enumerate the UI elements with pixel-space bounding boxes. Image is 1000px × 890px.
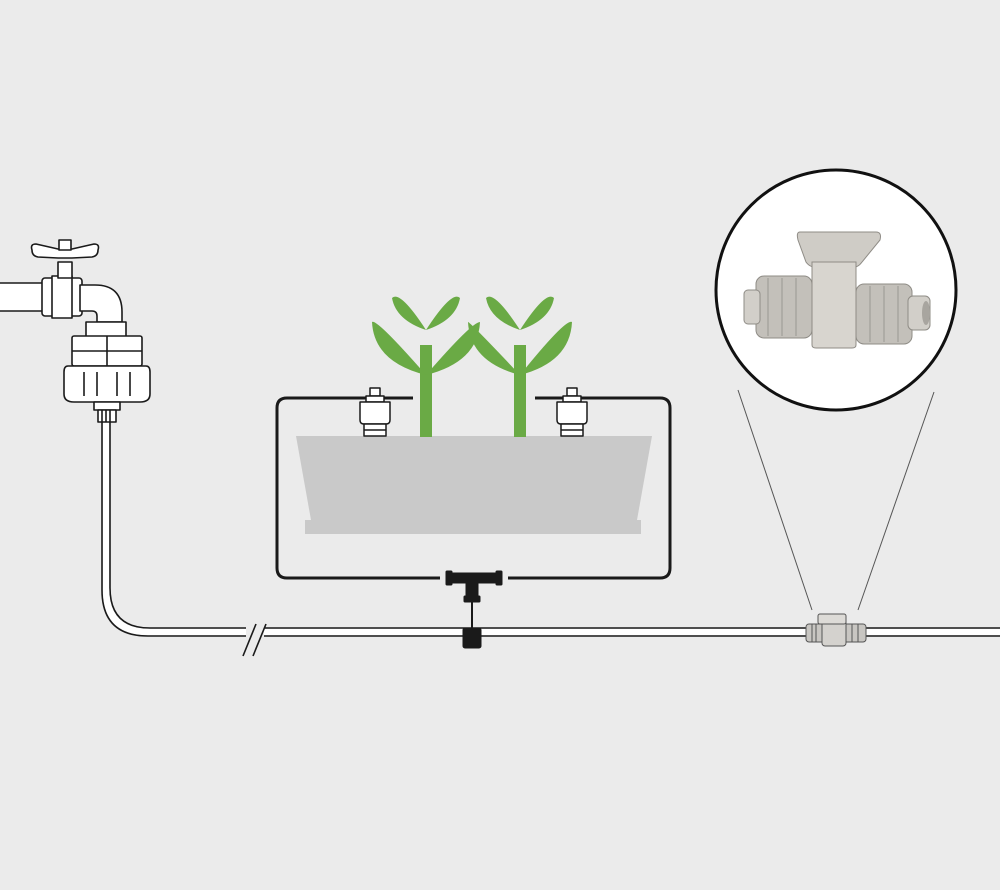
break-icon bbox=[242, 623, 267, 657]
faucet-icon bbox=[0, 239, 123, 323]
sprout-icon bbox=[372, 296, 572, 437]
zoom-leader-lines bbox=[737, 389, 935, 611]
regulator-icon bbox=[63, 321, 151, 423]
tee-connector-icon bbox=[445, 570, 503, 649]
valve-icon bbox=[805, 613, 867, 647]
dripper-icon bbox=[359, 387, 588, 437]
magnifier-icon bbox=[714, 168, 958, 412]
dripper-right bbox=[556, 387, 588, 437]
dripper-left bbox=[359, 387, 391, 437]
planter-icon bbox=[296, 436, 652, 534]
supply-tube bbox=[101, 420, 1000, 637]
tube-loop-icon bbox=[275, 396, 672, 580]
